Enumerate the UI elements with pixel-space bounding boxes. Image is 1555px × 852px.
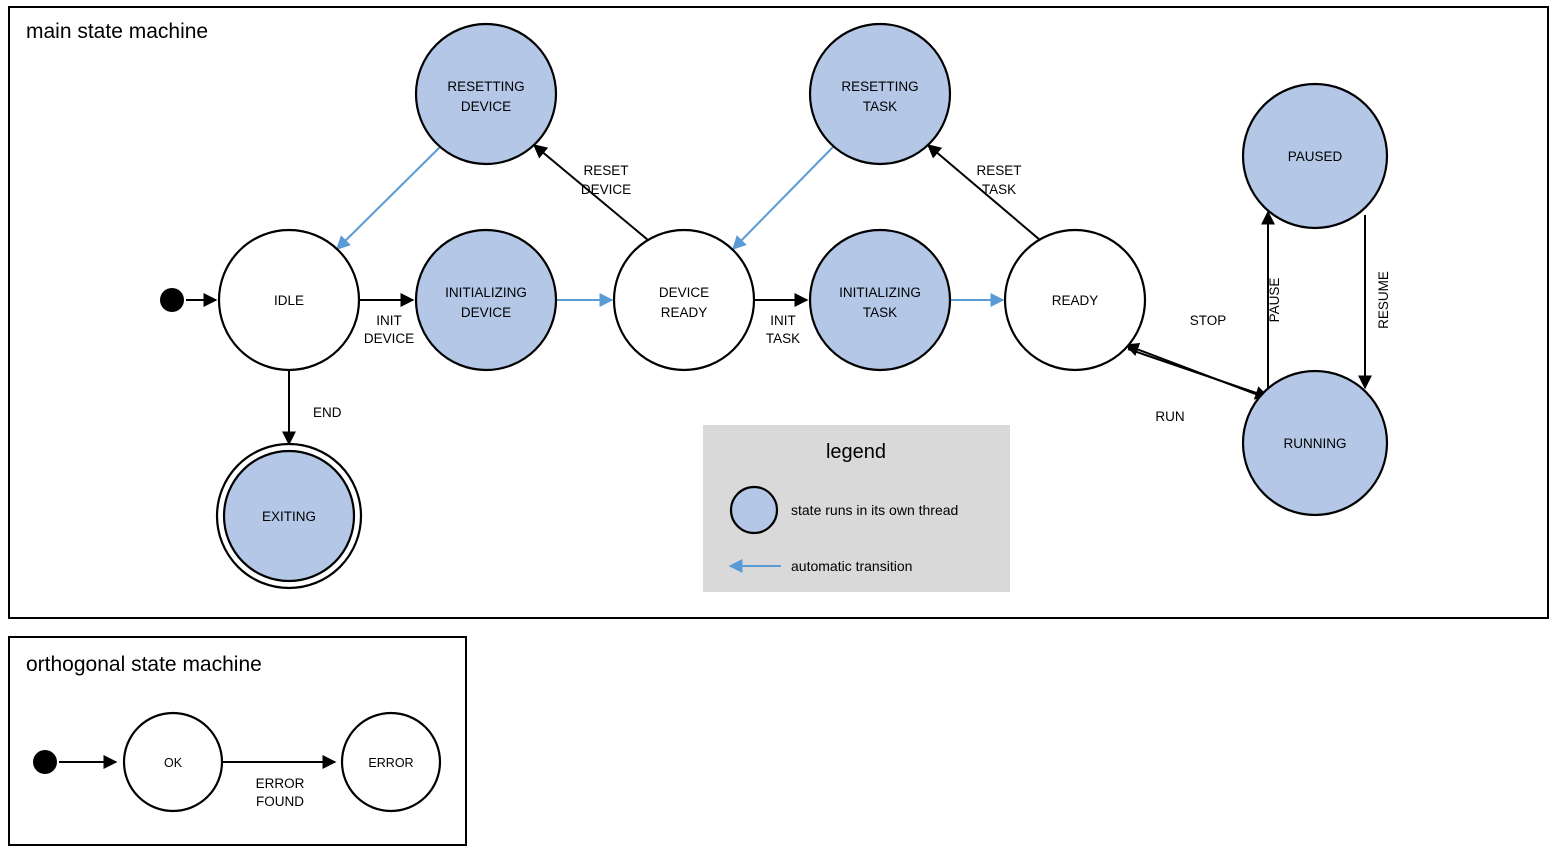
transition-reset-device: RESET DEVICE bbox=[532, 144, 649, 241]
state-resetting-task-label-line2: TASK bbox=[863, 99, 897, 114]
transition-auto-resettingtask-deviceready bbox=[732, 146, 834, 250]
transition-label-reset-task-line2: TASK bbox=[982, 182, 1016, 197]
state-idle-label: IDLE bbox=[274, 293, 304, 308]
state-ready[interactable]: READY bbox=[1003, 228, 1147, 372]
transition-label-pause: PAUSE bbox=[1267, 278, 1282, 323]
transition-label-run: RUN bbox=[1155, 409, 1184, 424]
orthogonal-initial-state-marker bbox=[33, 750, 57, 774]
state-device-ready-label-line2: READY bbox=[661, 305, 708, 320]
transition-label-reset-device-line1: RESET bbox=[583, 163, 628, 178]
transition-label-init-device-line2: DEVICE bbox=[364, 331, 414, 346]
state-initializing-device[interactable]: INITIALIZING DEVICE bbox=[414, 228, 558, 372]
state-device-ready-label-line1: DEVICE bbox=[659, 285, 709, 300]
state-running[interactable]: RUNNING bbox=[1241, 369, 1389, 517]
state-exiting[interactable]: EXITING bbox=[215, 442, 363, 590]
transition-label-reset-device-line2: DEVICE bbox=[581, 182, 631, 197]
transition-label-resume: RESUME bbox=[1376, 271, 1391, 329]
legend-entry-auto-transition: automatic transition bbox=[728, 558, 912, 574]
legend-auto-transition-label: automatic transition bbox=[791, 558, 912, 574]
transition-label-init-device-line1: INIT bbox=[376, 313, 402, 328]
transition-label-init-task-line2: TASK bbox=[766, 331, 800, 346]
transition-pause: PAUSE bbox=[1261, 210, 1282, 390]
legend-entry-threaded-state: state runs in its own thread bbox=[729, 485, 958, 535]
orthogonal-transitions: ERROR FOUND bbox=[59, 755, 337, 809]
state-initializing-task-label-line2: TASK bbox=[863, 305, 897, 320]
legend-title: legend bbox=[826, 441, 886, 463]
main-states: IDLE RESETTING DEVICE INITIALIZING DEVIC… bbox=[160, 22, 1389, 590]
state-paused-label: PAUSED bbox=[1288, 149, 1343, 164]
state-ready-label: READY bbox=[1052, 293, 1099, 308]
main-frame-title: main state machine bbox=[26, 20, 208, 43]
legend-threaded-circle-icon bbox=[729, 485, 779, 535]
state-error-label: ERROR bbox=[368, 756, 413, 770]
transition-resume: RESUME bbox=[1358, 215, 1391, 390]
state-running-label: RUNNING bbox=[1284, 436, 1347, 451]
state-paused[interactable]: PAUSED bbox=[1241, 82, 1389, 230]
state-ok-label: OK bbox=[164, 756, 183, 770]
transition-label-end: END bbox=[313, 405, 342, 420]
transition-label-reset-task-line1: RESET bbox=[976, 163, 1021, 178]
initial-state-marker bbox=[160, 288, 184, 312]
state-resetting-device-label-line1: RESETTING bbox=[447, 79, 524, 94]
transition-label-stop: STOP bbox=[1190, 313, 1227, 328]
state-initializing-task[interactable]: INITIALIZING TASK bbox=[808, 228, 952, 372]
state-error[interactable]: ERROR bbox=[340, 711, 442, 813]
transition-init-device: INIT DEVICE bbox=[359, 293, 415, 346]
orthogonal-frame-title: orthogonal state machine bbox=[26, 653, 262, 676]
state-resetting-device[interactable]: RESETTING DEVICE bbox=[414, 22, 558, 166]
transition-label-init-task-line1: INIT bbox=[770, 313, 796, 328]
state-initializing-device-label-line2: DEVICE bbox=[461, 305, 511, 320]
state-resetting-task-label-line1: RESETTING bbox=[841, 79, 918, 94]
transition-stop: STOP bbox=[1124, 313, 1267, 399]
main-transitions: INIT DEVICE RESET DEVICE INIT TASK bbox=[186, 144, 1391, 446]
transition-label-error-found-line2: FOUND bbox=[256, 794, 304, 809]
state-resetting-device-label-line2: DEVICE bbox=[461, 99, 511, 114]
state-initializing-device-label-line1: INITIALIZING bbox=[445, 285, 527, 300]
transition-reset-task: RESET TASK bbox=[926, 144, 1041, 241]
transition-init-task: INIT TASK bbox=[754, 293, 809, 346]
legend: legend state runs in its own thread auto… bbox=[703, 425, 1010, 592]
state-ok[interactable]: OK bbox=[122, 711, 224, 813]
transition-error-found: ERROR FOUND bbox=[223, 755, 337, 809]
state-resetting-task[interactable]: RESETTING TASK bbox=[808, 22, 952, 166]
transition-label-error-found-line1: ERROR bbox=[256, 776, 305, 791]
legend-threaded-state-label: state runs in its own thread bbox=[791, 502, 958, 518]
state-initializing-task-label-line1: INITIALIZING bbox=[839, 285, 921, 300]
transition-auto-resettingdevice-idle bbox=[336, 146, 441, 250]
orthogonal-states: OK ERROR bbox=[33, 711, 442, 813]
state-idle[interactable]: IDLE bbox=[217, 228, 361, 372]
state-exiting-label: EXITING bbox=[262, 509, 316, 524]
transition-end: END bbox=[282, 370, 342, 446]
state-device-ready[interactable]: DEVICE READY bbox=[612, 228, 756, 372]
